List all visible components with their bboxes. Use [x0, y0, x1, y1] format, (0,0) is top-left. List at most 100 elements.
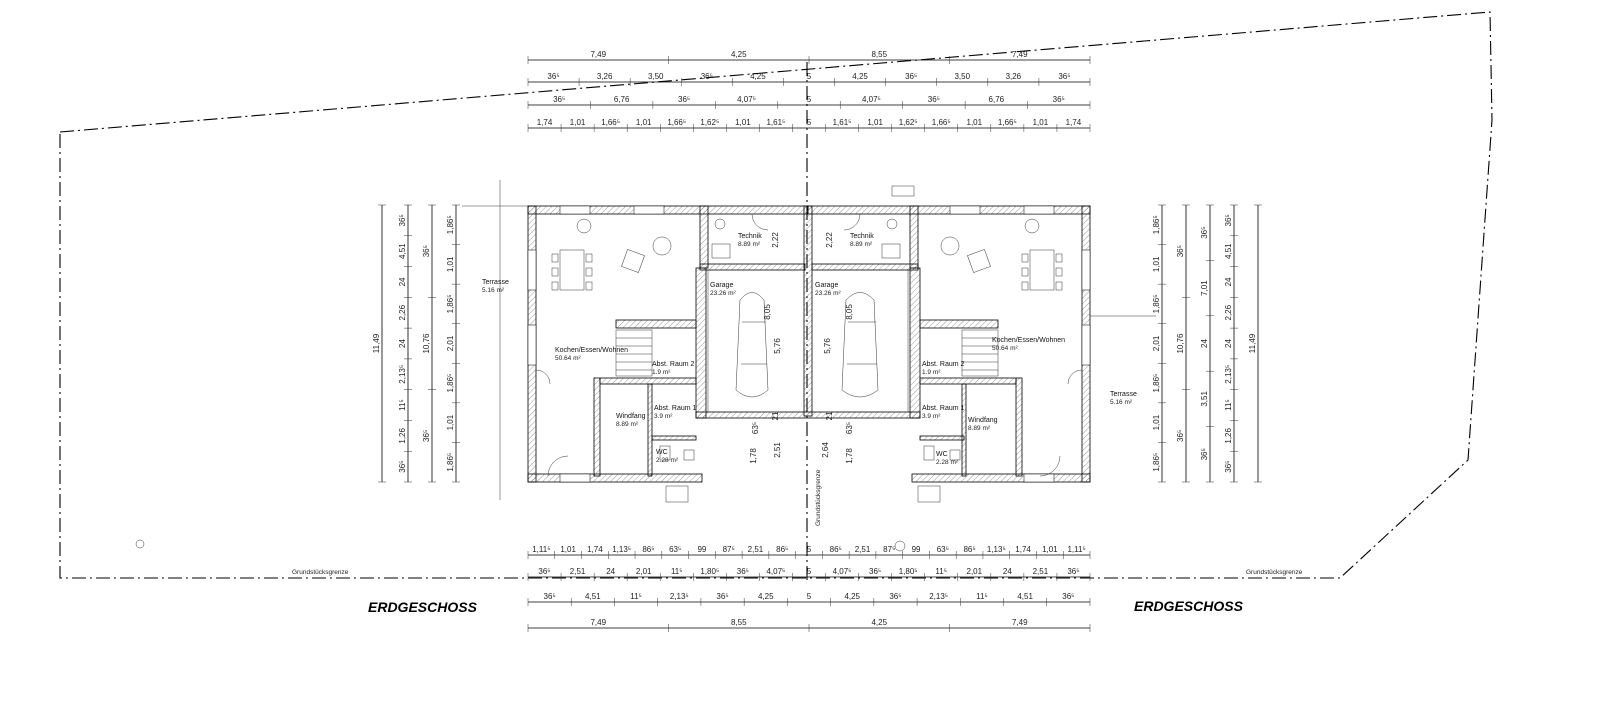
dimension-label: 11⁵: [1224, 399, 1233, 411]
dimension-label: 1,26: [1224, 428, 1233, 444]
dimension-label: 36⁵: [1200, 448, 1209, 460]
garage-dimension-label: 21: [771, 411, 780, 420]
dimension-label: 4,51: [1017, 592, 1033, 601]
dimension-label: 36⁵: [398, 461, 407, 473]
dimension-label: 24: [1224, 277, 1233, 286]
dimension-label: 2,01: [1152, 335, 1161, 351]
dimension-label: 2,13⁵: [670, 592, 689, 601]
boundary-label-bottom-right: Grundstücksgrenze: [1246, 569, 1303, 576]
dimension-label: 36⁵: [422, 245, 431, 257]
dimension-label: 36⁵: [1053, 95, 1065, 104]
svg-text:3.9 m²: 3.9 m²: [654, 413, 673, 420]
dimension-label: 2,26: [398, 304, 407, 320]
dimension-label: 36⁵: [1067, 567, 1079, 576]
svg-text:50.64 m²: 50.64 m²: [992, 345, 1018, 352]
dimension-label: 4,25: [750, 72, 766, 81]
dimension-label: 1,86⁵: [1152, 215, 1161, 234]
dimension-label: 36⁵: [1176, 430, 1185, 442]
dimension-label: 1,13⁵: [612, 545, 631, 554]
dimension-label: 99: [697, 545, 706, 554]
dimension-label: 24: [1224, 339, 1233, 348]
dimension-label: 3,50: [648, 72, 664, 81]
room-windfang-right: Windfang: [968, 417, 998, 424]
dimension-label: 2,01: [967, 567, 983, 576]
dimension-label: 5: [807, 95, 812, 104]
dimension-label: 36⁵: [553, 95, 565, 104]
dimension-label: 5: [807, 567, 812, 576]
dimension-label: 1,01: [1042, 545, 1058, 554]
svg-text:8.89 m²: 8.89 m²: [738, 241, 761, 248]
dimension-label: 4,25: [871, 618, 887, 627]
dimension-label: 87⁵: [883, 545, 895, 554]
dimension-label: 1,80⁵: [899, 567, 918, 576]
dimension-label: 1,86⁵: [446, 215, 455, 234]
dimension-label: 2,51: [855, 545, 871, 554]
dimension-label: 1,01: [1152, 414, 1161, 430]
dimension-label: 36⁵: [547, 72, 559, 81]
dimension-label: 1,74: [537, 118, 553, 127]
dimension-label: 1,01: [1033, 118, 1049, 127]
room-garage-left: Garage: [710, 282, 733, 289]
dimension-label: 36⁵: [716, 592, 728, 601]
garage-dimension-label: 63⁵: [751, 422, 760, 434]
dimension-label: 4,07⁵: [766, 567, 785, 576]
floor-title-right: ERDGESCHOSS: [1134, 598, 1244, 614]
dimension-label: 4,25: [852, 72, 868, 81]
dimension-label: 24: [398, 277, 407, 286]
room-technik-left: Technik: [738, 233, 762, 240]
room-kochen-right: Kochen/Essen/Wohnen: [992, 337, 1065, 344]
room-labels-left: Terrasse 5.16 m² Kochen/Essen/Wohnen 50.…: [482, 233, 762, 464]
dimension-label: 1,01: [560, 545, 576, 554]
dimension-label: 6,76: [989, 95, 1005, 104]
dimension-label: 63⁵: [937, 545, 949, 554]
dimension-label: 2,51: [748, 545, 764, 554]
dimension-label: 36⁵: [1062, 592, 1074, 601]
room-terrasse-right: Terrasse: [1110, 391, 1137, 398]
left-dimension-lines: 11,4936⁵4,51242,26242,13⁵11⁵1,2636⁵36⁵10…: [372, 204, 460, 483]
dimension-label: 4,25: [731, 50, 747, 59]
boundary-label-vertical: Grundstücksgrenze: [815, 469, 822, 526]
dimension-label: 7,49: [1012, 50, 1028, 59]
dimension-label: 5: [807, 72, 812, 81]
dimension-label: 36⁵: [678, 95, 690, 104]
room-windfang-left: Windfang: [616, 413, 646, 420]
dimension-label: 7,49: [590, 618, 606, 627]
furniture: [135, 180, 1156, 552]
dimension-label: 36⁵: [1176, 245, 1185, 257]
dimension-label: 11,49: [372, 333, 381, 353]
dimension-label: 24: [398, 339, 407, 348]
dimension-label: 86⁵: [642, 545, 654, 554]
dimension-label: 1,01: [735, 118, 751, 127]
dimension-label: 2,01: [446, 335, 455, 351]
dimension-label: 1,86⁵: [1152, 374, 1161, 393]
dimension-label: 8,55: [871, 50, 887, 59]
room-abst2-right: Abst. Raum 2: [922, 361, 965, 368]
dimension-label: 36⁵: [1224, 214, 1233, 226]
dimension-label: 1,86⁵: [1152, 294, 1161, 313]
dimension-label: 24: [606, 567, 615, 576]
dimension-label: 24: [1003, 567, 1012, 576]
garage-dimension-label: 1,78: [845, 448, 854, 464]
dimension-label: 4,07⁵: [833, 567, 852, 576]
room-abst2-left: Abst. Raum 2: [652, 361, 695, 368]
dimension-label: 2,01: [636, 567, 652, 576]
dimension-label: 11,49: [1248, 333, 1257, 353]
svg-text:2.28 m²: 2.28 m²: [936, 459, 959, 466]
dimension-label: 63⁵: [669, 545, 681, 554]
svg-text:2.28 m²: 2.28 m²: [656, 457, 679, 464]
dimension-label: 2,13⁵: [1224, 365, 1233, 384]
dimension-label: 1,13⁵: [987, 545, 1006, 554]
dimension-label: 2,13⁵: [929, 592, 948, 601]
svg-text:5.16 m²: 5.16 m²: [482, 287, 505, 294]
dimension-label: 36⁵: [544, 592, 556, 601]
dimension-label: 1,61⁵: [766, 118, 785, 127]
dimension-label: 11⁵: [935, 567, 947, 576]
dimension-label: 1,01: [967, 118, 983, 127]
svg-text:23.26 m²: 23.26 m²: [815, 290, 841, 297]
dimension-label: 1,62⁵: [899, 118, 918, 127]
dimension-label: 99: [912, 545, 921, 554]
room-wc-left: WC: [656, 449, 668, 456]
dimension-label: 4,51: [1224, 243, 1233, 259]
dimension-label: 4,25: [758, 592, 774, 601]
svg-text:8.89 m²: 8.89 m²: [850, 241, 873, 248]
